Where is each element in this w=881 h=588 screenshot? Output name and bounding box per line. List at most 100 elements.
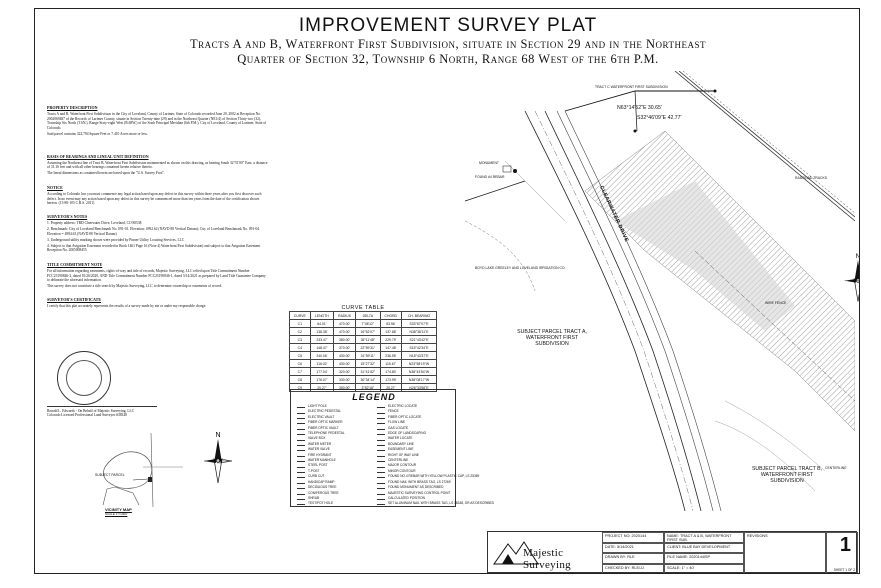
legend-symbol-icon	[377, 491, 385, 495]
curve-cell: 138.38'	[309, 327, 335, 336]
curve-cell: 20.27'	[309, 383, 335, 392]
surveyor-seal	[57, 351, 111, 405]
plat-subtitle-line-2: Quarter of Section 32, Township 6 North,…	[237, 52, 659, 66]
job-name-label: NAME:	[667, 534, 680, 538]
svg-text:N: N	[215, 432, 220, 439]
legend-symbol-icon	[377, 442, 385, 446]
map-label-ditch: BOYD LAKE GREELEY AND LOVELAND IRRIGATIO…	[475, 266, 566, 270]
legend-item: DECIDUOUS TREE	[297, 485, 345, 490]
legend-label: MAJESTIC SURVEYING CONTROL POINT	[388, 490, 451, 495]
note-text: 4. Subject to that Avigation Easement re…	[47, 243, 261, 253]
legend-label: WATER METER	[308, 441, 332, 446]
note-text: Tracts A and B, Waterfront First Subdivi…	[47, 112, 267, 130]
curve-cell: 470.00'	[333, 319, 357, 328]
scale-value: 1" = 40'	[681, 565, 695, 570]
curve-cell: S15°42'34"E	[401, 343, 437, 352]
sheet-number: 1	[839, 534, 851, 556]
curve-cell: 174.80'	[379, 367, 403, 376]
legend-item: TELEPHONE PEDESTAL	[297, 431, 345, 436]
scale-label: SCALE:	[667, 565, 681, 570]
map-label-bearing-1: N63°14'52"E 30.65'	[617, 105, 662, 111]
note-text: 3. Underground utility marking shown wer…	[47, 237, 185, 242]
legend-symbol-icon	[377, 404, 385, 409]
legend-symbol-icon	[297, 420, 305, 425]
legend-label: FENCE	[388, 409, 399, 414]
client-value: BLUE BAY DEVELOPMENT	[682, 544, 731, 549]
curve-cell: 236.95'	[379, 351, 403, 360]
note-notice: NOTICE According to Colorado law you mus…	[47, 185, 269, 206]
curve-cell: 173.99'	[379, 375, 403, 384]
legend-item: RIGHT OF WAY LINE	[377, 453, 494, 458]
curve-cell: C5	[289, 351, 311, 360]
file-name-value: 2020144ISP	[689, 555, 711, 559]
legend-symbol-icon	[377, 480, 385, 484]
sheet-number-cell: 1 SHEET 1 OF 2	[826, 532, 858, 573]
note-title-commitment: TITLE COMMITMENT NOTE For all informatio…	[47, 262, 269, 289]
scale-cell: SCALE: 1" = 40'	[664, 563, 744, 573]
legend-symbol-icon	[297, 496, 305, 501]
curve-table-grid: CURVE LENGTH RADIUS DELTA CHORD CH. BEAR…	[289, 311, 437, 392]
curve-cell: 3°52'16"	[355, 383, 381, 392]
legend-item: FOUND NO.4 REBAR WITH YELLOW PLASTIC CAP…	[377, 474, 494, 479]
curve-cell: N38°08'17"W	[401, 375, 437, 384]
legend-item: EASEMENT LINE	[377, 447, 494, 452]
note-text: This survey does not constitute a title …	[47, 284, 223, 289]
curve-cell: 16°52'07"	[355, 327, 381, 336]
legend-label: RIGHT OF WAY LINE	[388, 452, 419, 457]
note-heading: PROPERTY DESCRIPTION	[47, 105, 98, 110]
legend-label: SHRUB	[308, 495, 320, 500]
legend-label: WATER MANHOLE	[308, 458, 336, 463]
legend-item: FENCE	[377, 409, 494, 414]
legend-item: HANDICAP RAMP	[297, 480, 345, 485]
curve-header: RADIUS	[333, 311, 357, 320]
date-value: 5/14/2021	[616, 544, 634, 549]
curve-cell: 177.04'	[309, 367, 335, 376]
vicinity-subject-label: SUBJECT PARCEL	[95, 473, 125, 477]
legend-symbol-icon	[297, 410, 305, 414]
signature-name: Ronald L. Edwards - On Behalf of Majesti…	[47, 409, 135, 413]
legend-item: FIBER OPTIC LOCATE	[377, 415, 494, 420]
curve-table-title: CURVE TABLE	[341, 305, 385, 311]
curve-cell: 31°41'52"	[355, 367, 381, 376]
legend-label: CONIFEROUS TREE	[308, 490, 339, 495]
legend-item: VALVE BOX	[297, 436, 345, 441]
legend-symbol-icon	[297, 501, 305, 506]
curve-cell: C3	[289, 335, 311, 344]
legend-symbol-icon	[297, 442, 305, 446]
legend-item: WATER MANHOLE	[297, 458, 345, 463]
curve-table-header-row: CURVE LENGTH RADIUS DELTA CHORD CH. BEAR…	[289, 311, 437, 320]
job-name-value: TRACT A & B, WATERFRONT FIRST SUB.	[667, 534, 732, 542]
north-arrow-icon: N	[841, 249, 859, 305]
legend-symbol-icon	[297, 464, 305, 468]
legend-label: MINOR CONTOUR	[388, 468, 416, 473]
map-label-tract-b: SUBJECT PARCEL TRACT B, WATERFRONT FIRST…	[751, 466, 823, 485]
map-label-bearing-2: S32°46'09"E 42.77'	[637, 115, 682, 121]
mountain-logo-icon	[493, 541, 539, 565]
map-label-railroad: RAILROAD TRACKS	[795, 176, 827, 180]
legend-label: FIBER OPTIC LOCATE	[388, 414, 422, 419]
vicinity-map: SUBJECT PARCEL	[93, 427, 183, 509]
legend-label: ELECTRIC PEDESTAL	[308, 409, 342, 414]
curve-cell: S33°57'07"E	[401, 319, 437, 328]
legend-item: CONIFEROUS TREE	[297, 491, 345, 496]
company-name: Majestic Surveying	[523, 547, 571, 571]
legend-label: FOUND NO.4 REBAR WITH YELLOW PLASTIC CAP…	[388, 474, 480, 479]
note-text: I certify that this plat accurately repr…	[47, 304, 207, 309]
curve-cell: 148.47'	[309, 343, 335, 352]
legend-item: FOUND MONUMENT AS DESCRIBED	[377, 485, 494, 490]
curve-header: CHORD	[379, 311, 403, 320]
title-block: Majestic Surveying PROJECT NO: 2020144 D…	[487, 531, 858, 573]
legend-label: CURB CUT	[308, 474, 325, 479]
project-no-value: 2020144	[631, 534, 647, 538]
legend-symbol-icon	[297, 453, 305, 457]
curve-cell: C4	[289, 343, 311, 352]
legend-item: WATER LOCATE	[377, 436, 494, 441]
legend-item: WATER VALVE	[297, 447, 345, 452]
legend-label: EDGE OF LANDSCAPING	[388, 431, 427, 436]
legend-item: MAJESTIC SURVEYING CONTROL POINT	[377, 491, 494, 496]
